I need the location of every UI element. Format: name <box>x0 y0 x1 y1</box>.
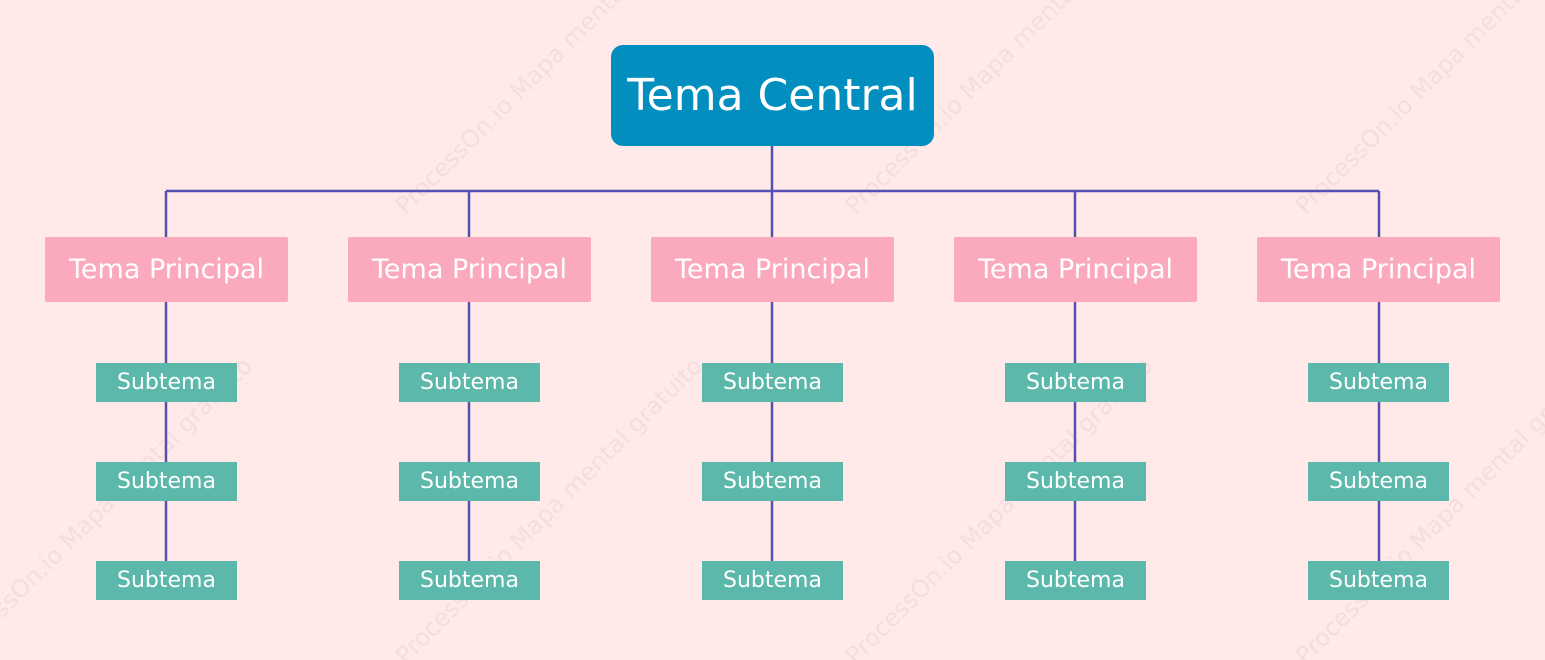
subtopic[interactable]: Subtema <box>96 363 237 402</box>
subtopic-label: Subtema <box>117 370 216 395</box>
subtopic-label: Subtema <box>1329 469 1428 494</box>
branch-connectors <box>164 191 1381 561</box>
subtopic-label: Subtema <box>723 370 822 395</box>
main-topic-5[interactable]: Tema Principal <box>1257 237 1500 302</box>
subtopic[interactable]: Subtema <box>1308 363 1449 402</box>
subtopic[interactable]: Subtema <box>702 561 843 600</box>
subtopic-label: Subtema <box>117 469 216 494</box>
subtopic-label: Subtema <box>117 568 216 593</box>
subtopic[interactable]: Subtema <box>1308 462 1449 501</box>
subtopic[interactable]: Subtema <box>399 561 540 600</box>
main-topic-label: Tema Principal <box>69 254 264 285</box>
subtopic-label: Subtema <box>420 469 519 494</box>
subtopic-label: Subtema <box>723 469 822 494</box>
subtopic-label: Subtema <box>1329 568 1428 593</box>
subtopic-label: Subtema <box>420 568 519 593</box>
subtopic[interactable]: Subtema <box>96 462 237 501</box>
main-topic-label: Tema Principal <box>1281 254 1476 285</box>
subtopic-label: Subtema <box>1026 469 1125 494</box>
main-topic-label: Tema Principal <box>675 254 870 285</box>
subtopic-label: Subtema <box>1026 568 1125 593</box>
subtopic[interactable]: Subtema <box>1005 561 1146 600</box>
main-topic-2[interactable]: Tema Principal <box>348 237 591 302</box>
subtopic-label: Subtema <box>1026 370 1125 395</box>
subtopic-label: Subtema <box>420 370 519 395</box>
subtopic[interactable]: Subtema <box>702 363 843 402</box>
main-topic-3[interactable]: Tema Principal <box>651 237 894 302</box>
subtopic[interactable]: Subtema <box>1005 462 1146 501</box>
subtopic[interactable]: Subtema <box>399 363 540 402</box>
subtopic-label: Subtema <box>1329 370 1428 395</box>
subtopic[interactable]: Subtema <box>1005 363 1146 402</box>
main-topic-label: Tema Principal <box>978 254 1173 285</box>
main-topic-4[interactable]: Tema Principal <box>954 237 1197 302</box>
subtopic[interactable]: Subtema <box>96 561 237 600</box>
subtopic[interactable]: Subtema <box>1308 561 1449 600</box>
subtopic[interactable]: Subtema <box>702 462 843 501</box>
main-topic-1[interactable]: Tema Principal <box>45 237 288 302</box>
subtopic-label: Subtema <box>723 568 822 593</box>
central-topic-label: Tema Central <box>627 70 918 121</box>
main-topic-label: Tema Principal <box>372 254 567 285</box>
subtopic[interactable]: Subtema <box>399 462 540 501</box>
central-topic[interactable]: Tema Central <box>611 45 934 146</box>
